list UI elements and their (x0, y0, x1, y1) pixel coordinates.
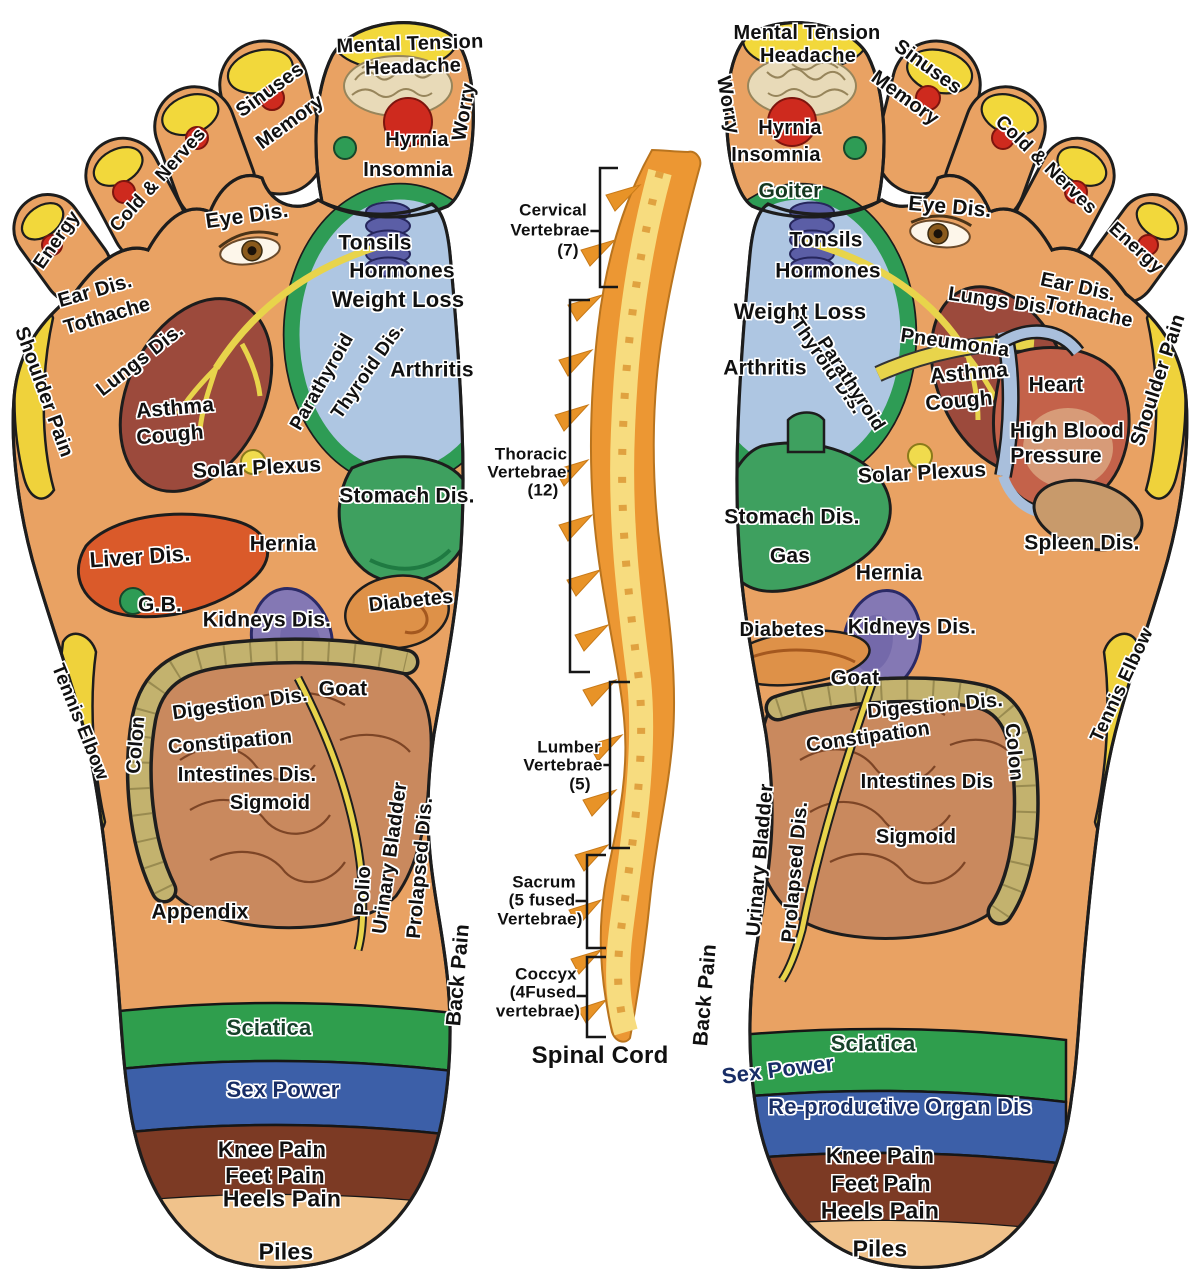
r-sigmoid-label: Sigmoid (875, 826, 957, 848)
r-high-blood-label: High Blood (1010, 419, 1124, 443)
c-thoracic-2-label: Vertebrae (487, 462, 567, 482)
c-spinal-cord-label: Spinal Cord (531, 1042, 669, 1069)
c-thoracic-1-label: Thoracic (494, 444, 568, 464)
thoracic-bracket (553, 298, 590, 674)
c-cervical-3-label: (7) (557, 240, 579, 260)
l-hyrnia-label: Hyrnia (385, 129, 449, 151)
coccyx-bracket (570, 955, 606, 1039)
r-goat-label: Goat (830, 666, 880, 690)
r-gas-label: Gas (769, 544, 811, 568)
l-intestines-dis-label: Intestines Dis. (177, 764, 317, 786)
l-knee-pain-label: Knee Pain (217, 1137, 327, 1162)
right-bronchi-icon (799, 236, 972, 358)
l-hernia-label: Hernia (249, 532, 317, 556)
left-foot-organs (76, 236, 474, 1268)
r-pressure-label: Pressure (1010, 444, 1102, 468)
right-solar-plexus-icon (907, 443, 933, 469)
lumber-bracket (593, 680, 630, 850)
c-sacrum-1-label: Sacrum (512, 872, 576, 892)
l-stomach-dis-label: Stomach Dis. (339, 484, 475, 508)
c-lumber-3-label: (5) (569, 774, 591, 794)
l-appendix-label: Appendix (151, 900, 249, 924)
l-sciatica-label: Sciatica (226, 1015, 312, 1040)
l-cough-label: Cough (135, 420, 205, 450)
c-thoracic-3-label: (12) (527, 480, 559, 500)
l-sex-power-label: Sex Power (226, 1077, 340, 1102)
l-colon-label: Colon (122, 715, 150, 775)
r-weight-loss-label: Weight Loss (733, 299, 867, 324)
spinal-cord-graphic (554, 148, 702, 1043)
right-pancreas-icon (726, 629, 871, 687)
r-cough-label: Cough (924, 386, 994, 416)
r-arthritis-label: Arthritis (723, 356, 807, 380)
l-insomnia-label: Insomnia (363, 159, 453, 181)
vertebrae-brackets (553, 166, 630, 1039)
c-coccyx-2-label: (4Fused (509, 982, 577, 1002)
c-coccyx-1-label: Coccyx (515, 964, 577, 984)
l-heels-pain-label: Heels Pain (222, 1185, 342, 1212)
spleen-icon (1032, 478, 1144, 552)
left-solar-plexus-icon (240, 449, 266, 475)
r-diabetes-label: Diabetes (739, 619, 825, 641)
left-eye-icon (218, 230, 281, 266)
l-tonsils-label: Tonsils (338, 231, 412, 255)
l-kidneys-dis-label: Kidneys Dis. (202, 608, 332, 632)
l-mental-tension-label: Mental Tension (336, 30, 484, 58)
r-insomnia-label: Insomnia (731, 144, 821, 166)
r-knee-pain-label: Knee Pain (825, 1143, 935, 1168)
right-eye-icon (909, 214, 973, 249)
r-heart-label: Heart (1028, 373, 1084, 397)
r-colon-label: Colon (1000, 722, 1028, 782)
l-headache-label: Headache (364, 54, 462, 80)
left-bronchi-icon (213, 236, 401, 370)
l-hormones-label: Hormones (349, 259, 455, 283)
l-piles-label: Piles (258, 1238, 314, 1265)
r-tonsils-label: Tonsils (789, 228, 863, 252)
c-sacrum-3-label: Vertebrae) (497, 909, 583, 929)
r-kidneys-dis-label: Kidneys Dis. (847, 615, 977, 639)
r-sciatica-label: Sciatica (830, 1031, 916, 1056)
r-headache-label: Headache (759, 45, 857, 67)
r-feet-pain-label: Feet Pain (831, 1171, 931, 1196)
r-heels-pain-label: Heels Pain (820, 1197, 940, 1224)
c-coccyx-3-label: vertebrae) (495, 1001, 581, 1021)
sacrum-bracket (570, 853, 606, 950)
l-feet-pain-label: Feet Pain (225, 1163, 325, 1188)
r-reproductive-label: Re-productive Organ Dis (768, 1094, 1032, 1119)
r-piles-label: Piles (852, 1235, 908, 1262)
l-gb-label: G.B. (138, 593, 182, 617)
r-goiter-label: Goiter (758, 179, 822, 203)
r-spleen-dis-label: Spleen Dis. (1024, 531, 1140, 555)
r-hyrnia-label: Hyrnia (758, 117, 822, 139)
r-mental-tension-label: Mental Tension (733, 22, 881, 44)
c-cervical-1-label: Cervical (519, 200, 587, 220)
c-lumber-1-label: Lumber (537, 737, 601, 757)
right-foot-organs (726, 236, 1144, 1268)
l-sigmoid-label: Sigmoid (229, 792, 311, 814)
l-weight-loss-label: Weight Loss (331, 287, 465, 312)
gall-bladder-icon (119, 587, 147, 615)
r-hernia-label: Hernia (855, 561, 923, 585)
r-hormones-label: Hormones (775, 259, 881, 283)
right-stomach-icon (726, 441, 892, 593)
r-intestines-dis-label: Intestines Dis (860, 771, 994, 793)
cervical-bracket (584, 166, 618, 289)
c-sacrum-2-label: (5 fused (508, 890, 576, 910)
l-goat-label: Goat (318, 677, 368, 701)
c-lumber-2-label: Vertebrae (523, 755, 603, 775)
c-cervical-2-label: Vertebrae (510, 220, 590, 240)
r-stomach-dis-label: Stomach Dis. (724, 505, 860, 529)
l-arthritis-label: Arthritis (390, 358, 474, 382)
left-stomach-icon (337, 455, 474, 584)
